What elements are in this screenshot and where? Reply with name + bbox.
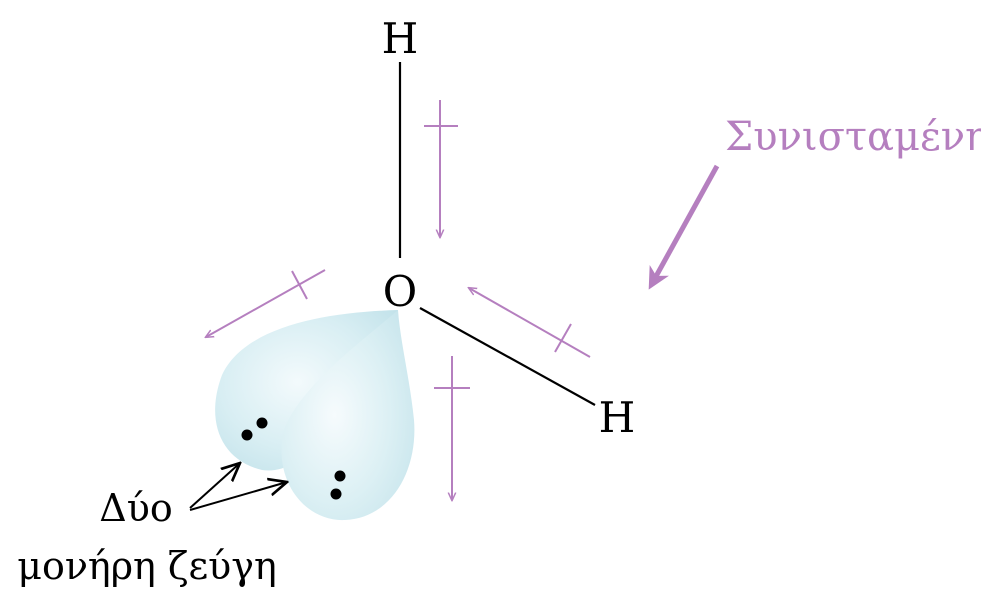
lone-pairs-label-line2: μονήρη ζεύγη (17, 544, 277, 588)
dipole-arrow-bottom (434, 356, 470, 500)
lone-pair-electrons-left (241, 417, 268, 441)
lone-pairs-label-line1: Δύο (99, 486, 172, 530)
atom-oxygen: O (383, 267, 417, 316)
pointer-arrow-left-lobe (189, 463, 240, 509)
lone-pair-lobe-right (281, 310, 415, 521)
pointer-arrow-right-lobe (189, 482, 287, 511)
lone-pair-electrons-right (330, 470, 346, 500)
resultant-label: Συνισταμένη (725, 114, 981, 160)
atom-hydrogen-right: H (599, 393, 636, 442)
dipole-arrow-right (469, 288, 591, 358)
dipole-arrow-left (206, 269, 326, 337)
dipole-arrow-top (424, 100, 458, 237)
resultant-arrow (648, 164, 720, 290)
atom-hydrogen-top: H (382, 14, 419, 63)
bond-o-h-right (419, 307, 596, 406)
